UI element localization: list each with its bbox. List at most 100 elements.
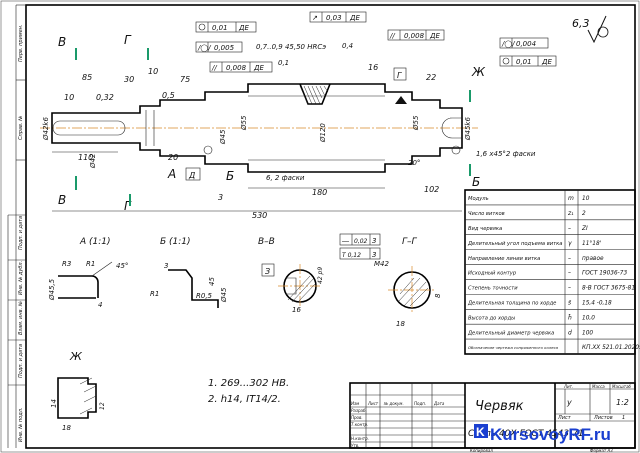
svg-text:0,01: 0,01 (212, 24, 228, 32)
svg-text:у: у (566, 398, 572, 407)
svg-text://: // (389, 32, 395, 40)
svg-text:ДЕ: ДЕ (253, 64, 264, 72)
svg-text:3: 3 (164, 262, 168, 270)
svg-text:1: 1 (622, 415, 625, 421)
table-row-label: Делительный диаметр червяка (467, 330, 554, 336)
section-gg-view: Г–Г М42 18 8 (374, 237, 442, 328)
tol-frame-3: // 0,008 ДЕ (209, 61, 273, 73)
svg-text:М42: М42 (374, 260, 389, 268)
watermark-text: KursovoyRF.ru (490, 425, 611, 444)
section-mark-g-bottom: Г (124, 199, 132, 213)
svg-text:ДЕ: ДЕ (238, 24, 249, 32)
dim-75: 75 (180, 75, 190, 84)
svg-text:―: ― (341, 237, 350, 245)
datum-triangle (395, 96, 407, 104)
material: Сталь 40Х ГОСТ 4543-71 (468, 429, 584, 439)
svg-text:ДЕ: ДЕ (349, 14, 360, 22)
table-row-symbol: s̄ (568, 300, 572, 307)
dim-10: 10 (64, 93, 74, 102)
table-row-label: Модуль (468, 196, 489, 202)
worm-thread-cut (299, 83, 331, 105)
view-mark-zh: Ж (471, 65, 486, 79)
svg-text:Пров.: Пров. (351, 415, 363, 420)
tol-frame-1: 0,01 ДЕ (195, 21, 257, 33)
worm-parameters-table (464, 189, 636, 355)
table-row-value: 2 (582, 211, 586, 217)
svg-text:0,005: 0,005 (214, 44, 235, 52)
svg-text:R1: R1 (150, 290, 159, 298)
table-row-value: 11°18' (582, 241, 602, 247)
view-zh: Ж 18 14 12 (50, 350, 106, 432)
dim-16: 16 (368, 63, 378, 72)
dim-phi42: Ø42k6 (42, 117, 50, 141)
svg-text:Н.контр.: Н.контр. (351, 436, 369, 441)
table-row-value: 15,4 -0,18 (582, 301, 612, 307)
side-label-6: Инв. № подл. (18, 408, 24, 443)
dim-85: 85 (82, 73, 92, 82)
svg-text:Масштаб: Масштаб (612, 384, 632, 389)
view-mark-b: Б (226, 169, 234, 183)
svg-text:№ докум.: № докум. (383, 401, 404, 406)
svg-text:3: 3 (372, 237, 376, 245)
svg-text:/◯/: /◯/ (197, 44, 211, 52)
svg-text:K: K (476, 425, 485, 439)
dim-phi42b: Ø42 (89, 153, 97, 169)
svg-text:Ø45: Ø45 (220, 287, 228, 303)
datum-box-d (185, 167, 201, 181)
shaft-outline (51, 83, 463, 173)
side-label-3: Инв. № дубл. (18, 261, 24, 295)
table-row-symbol: d (568, 329, 572, 336)
svg-text:Разраб.: Разраб. (351, 408, 367, 413)
svg-text:0,008: 0,008 (404, 32, 425, 40)
svg-text:0,03: 0,03 (326, 14, 342, 22)
tol-frame-4: ↗ 0,03 ДЕ (309, 11, 367, 23)
svg-text:18: 18 (62, 424, 71, 432)
dim-phi120: Ø120 (319, 123, 327, 143)
table-row-symbol: γ (568, 240, 572, 247)
table-row-label: Высота до хорды (468, 315, 515, 321)
svg-text:З: З (265, 267, 270, 276)
technical-notes: 1. 269...302 НВ. 2. h14, IT14/2. (208, 378, 289, 405)
svg-text:Т.контр.: Т.контр. (351, 422, 368, 427)
table-row-label: Число витков (468, 211, 505, 217)
svg-text:Лист: Лист (557, 415, 572, 421)
view-mark-a: А (167, 167, 176, 181)
table-row-symbol: – (568, 255, 571, 262)
svg-text:0,008: 0,008 (226, 64, 247, 72)
table-row-value: правое (582, 256, 604, 262)
table-row-symbol: h̄ (568, 314, 572, 321)
table-row-symbol: m (568, 195, 574, 202)
section-a-view: А (1:1) R3 R1 45° Ø45,5 4 (48, 237, 128, 309)
dim-05: 0,5 (162, 91, 175, 100)
table-row-value: ZI (581, 226, 588, 232)
svg-text:12: 12 (99, 402, 106, 410)
side-label-5: Подп. и дата (18, 344, 24, 378)
side-label-2: Подп. и дата (18, 216, 24, 250)
svg-text:Утв.: Утв. (351, 443, 359, 448)
table-row-symbol: – (568, 225, 571, 232)
table-row-label: Степень точности (468, 286, 518, 292)
svg-text:ДЕ: ДЕ (541, 58, 552, 66)
title-block: Изм Лист № докум. Подп. Дата Разраб. Про… (349, 382, 636, 453)
dim-10b: 10 (148, 67, 158, 76)
svg-text:Изм: Изм (351, 401, 359, 406)
svg-text:Масса: Масса (592, 384, 605, 389)
svg-text:Ø45,5: Ø45,5 (48, 278, 56, 301)
dim-30: 30 (124, 75, 134, 84)
dim-phi55b: Ø55 (412, 115, 420, 131)
svg-text:↗: ↗ (312, 14, 318, 22)
table-row-value: 10 (582, 196, 590, 202)
dim-530: 530 (252, 211, 267, 220)
tol-frame-6: /◯/ 0,004 (499, 37, 549, 49)
svg-text:R0,5: R0,5 (196, 292, 213, 300)
table-row-value: КП.ХХ 521.01.202050 (582, 345, 640, 351)
left-strip: Перв. примен. Справ. № Подп. и дата Инв.… (7, 4, 26, 448)
side-label-0: Перв. примен. (18, 24, 24, 62)
table-row-label: Исходный контур (468, 271, 517, 277)
watermark: K KursovoyRF.ru (474, 424, 611, 444)
section-vv-view: В–В З ― 0,02 3 Т 0,12 3 16 42 p9 (258, 233, 381, 314)
table-row-label: Делительный угол подъема витка (467, 241, 562, 247)
table-row-symbol: – (568, 270, 571, 277)
